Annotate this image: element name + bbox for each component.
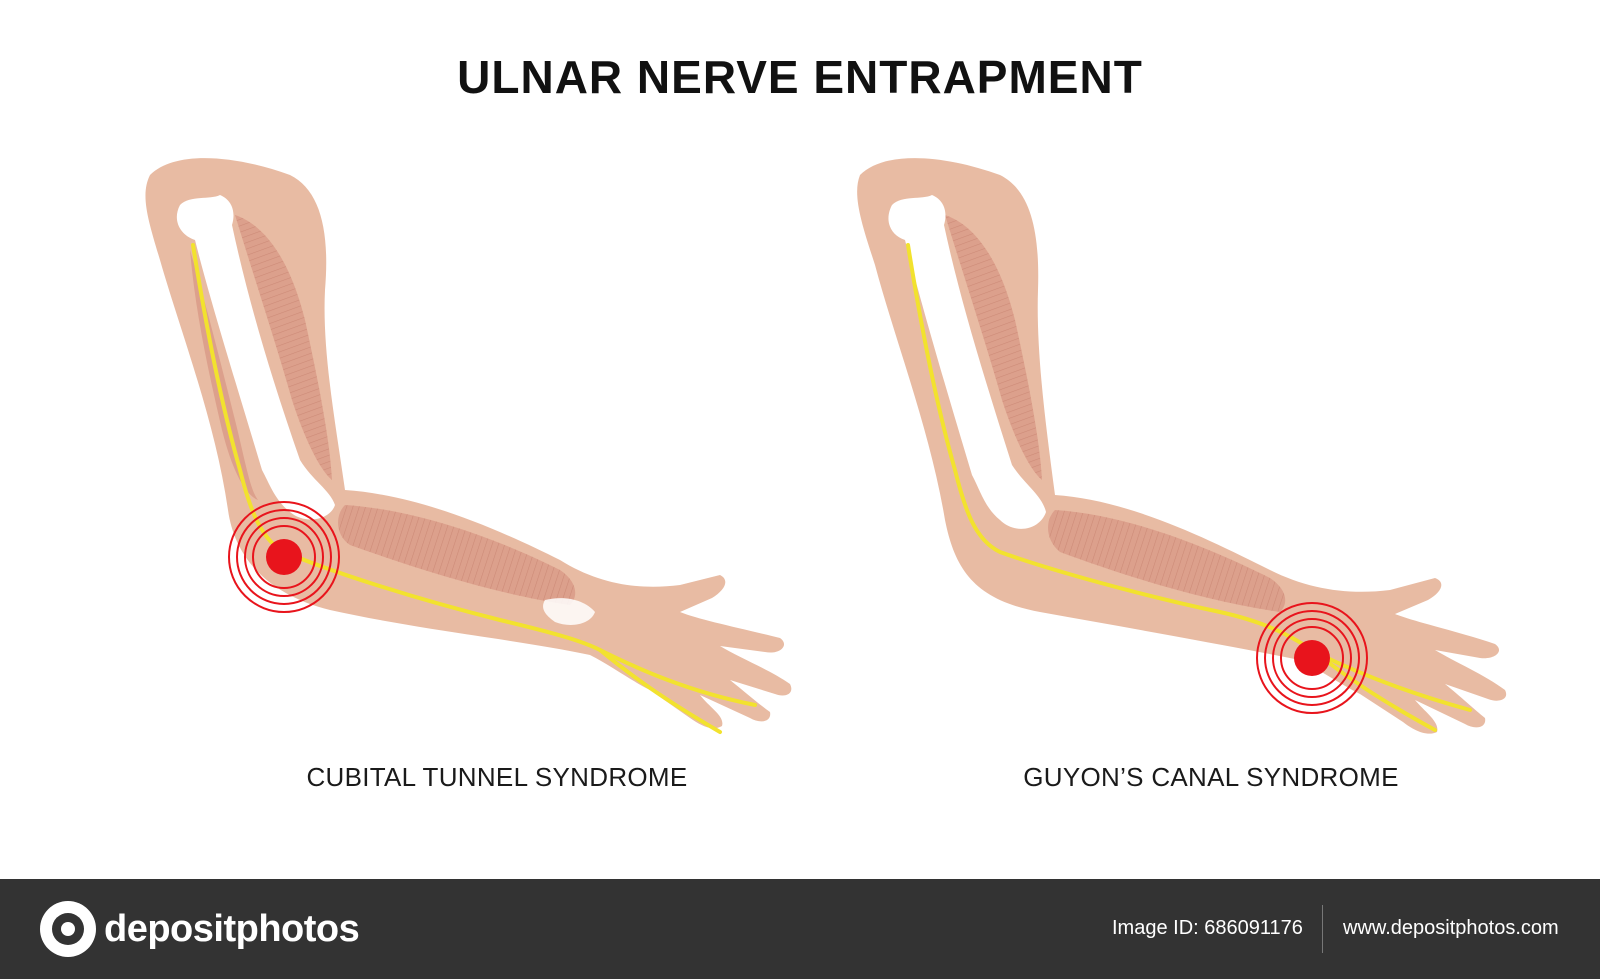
caption-guyons-canal: GUYON’S CANAL SYNDROME (1023, 762, 1399, 792)
camera-lens-icon (40, 901, 96, 957)
right-humerus (888, 195, 1046, 529)
left-pain-marker (228, 501, 340, 613)
footer-bar: depositphotos Image ID: 686091176 www.de… (0, 879, 1600, 979)
right-arm-skin (857, 158, 1507, 734)
illustration (145, 158, 1507, 734)
left-ulnar-nerve (191, 243, 757, 707)
image-id: Image ID: 686091176 (1112, 917, 1303, 939)
right-pain-marker (1256, 602, 1368, 714)
site-link[interactable]: www.depositphotos.com (1343, 917, 1559, 939)
brand-name: depositphotos (104, 907, 360, 950)
left-arm-skin (145, 158, 792, 729)
caption-cubital-tunnel: CUBITAL TUNNEL SYNDROME (306, 762, 688, 792)
left-arm (145, 158, 792, 734)
left-wrist-bone (543, 598, 595, 625)
diagram-title: ULNAR NERVE ENTRAPMENT (457, 51, 1143, 103)
footer-divider (1322, 905, 1323, 953)
left-triceps (190, 250, 258, 500)
brand-logo[interactable]: depositphotos (40, 901, 360, 957)
right-arm (857, 158, 1507, 734)
left-humerus (176, 195, 335, 520)
